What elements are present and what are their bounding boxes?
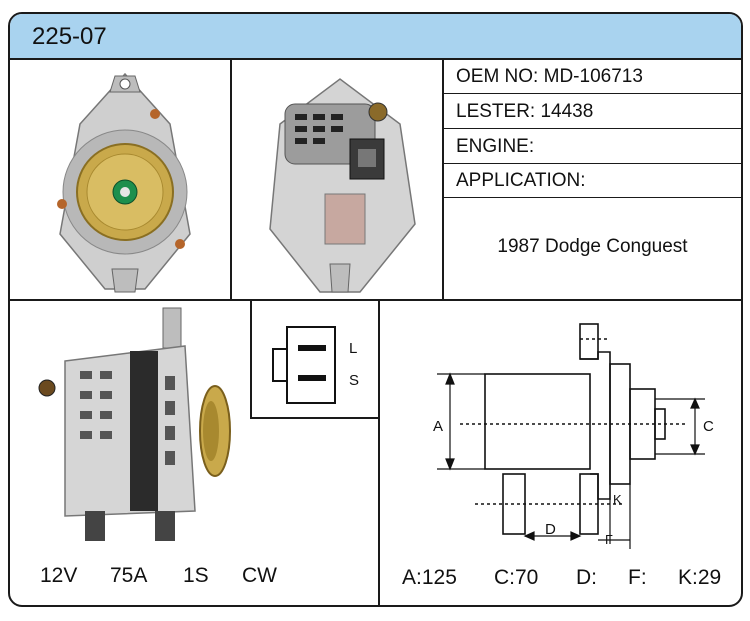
- divider: [444, 163, 741, 164]
- oem-label: OEM NO:: [456, 66, 539, 87]
- engine-label: ENGINE:: [456, 136, 535, 157]
- dim-d-label: D: [545, 521, 556, 538]
- lester-label: LESTER:: [456, 101, 536, 122]
- divider: [378, 299, 380, 605]
- engine-row: ENGINE:: [456, 136, 534, 158]
- oem-row: OEM NO: MD-106713: [456, 66, 643, 88]
- part-number-title: 225-07: [32, 23, 107, 50]
- voltage-text: 12V: [40, 564, 78, 587]
- application-row: APPLICATION:: [456, 170, 586, 192]
- divider: [444, 128, 741, 129]
- dim-f-label: F: [605, 532, 613, 547]
- alternator-side-photo: [38, 307, 231, 541]
- dim-k-value: K:29: [678, 566, 722, 589]
- divider: [442, 58, 444, 299]
- dim-a-value: A:125: [402, 566, 457, 589]
- dimension-diagram: A C D F K: [433, 323, 714, 549]
- amperage-text: 75A: [110, 564, 148, 587]
- connector-box: [250, 299, 378, 419]
- divider: [444, 197, 741, 198]
- dim-a-label: A: [433, 418, 443, 435]
- product-card: 225-07 OEM NO: MD-106713 LESTER: 14438 E…: [8, 12, 743, 607]
- application-value: 1987 Dodge Conguest: [497, 236, 688, 257]
- rotation-text: CW: [242, 564, 277, 587]
- alternator-rear-photo: [269, 78, 416, 293]
- pulley-text: 1S: [183, 564, 209, 587]
- title-bar: 225-07: [10, 14, 741, 60]
- connector-diagram: L S: [272, 326, 359, 404]
- divider: [230, 58, 232, 299]
- divider: [444, 93, 741, 94]
- application-label: APPLICATION:: [456, 170, 586, 191]
- pin-l-label: L: [349, 340, 357, 357]
- lester-value: 14438: [540, 101, 594, 122]
- dim-d-value: D:: [576, 566, 597, 589]
- lester-row: LESTER: 14438: [456, 101, 593, 123]
- dim-k-label: K: [613, 492, 622, 507]
- divider: [10, 299, 741, 301]
- alternator-front-photo: [57, 72, 191, 293]
- oem-value: MD-106713: [543, 66, 643, 87]
- pin-s-label: S: [349, 372, 359, 389]
- dim-c-label: C: [703, 418, 714, 435]
- dim-c-value: C:70: [494, 566, 539, 589]
- dim-f-value: F:: [628, 566, 647, 589]
